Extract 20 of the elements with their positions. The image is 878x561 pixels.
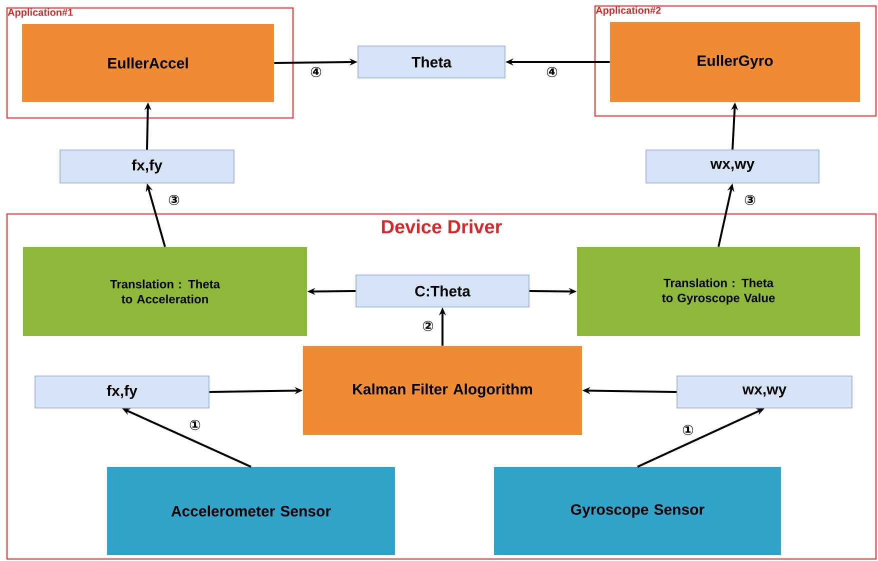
- process-box: Kalman Filter Alogorithm: [303, 346, 582, 435]
- data-box: wx,wy: [676, 376, 852, 408]
- process-box: EullerGyro: [610, 22, 860, 102]
- step-number: ②: [422, 320, 434, 332]
- step-number: ①: [682, 424, 694, 436]
- data-box: C:Theta: [356, 274, 530, 308]
- sensor-box: Accelerometer Sensor: [107, 467, 395, 555]
- data-box: Theta: [358, 46, 506, 78]
- data-box: fx,fy: [60, 150, 234, 184]
- step-number: ③: [168, 194, 180, 206]
- step-number: ①: [188, 419, 202, 431]
- data-box: fx,fy: [34, 376, 210, 408]
- sensor-box: Gyroscope Sensor: [494, 467, 781, 555]
- step-number: ③: [744, 194, 756, 206]
- process-box: Translation : Theta to Gyroscope Value: [577, 247, 860, 336]
- data-box: wx,wy: [646, 150, 820, 184]
- step-number: ④: [546, 66, 558, 78]
- process-box: Translation : Theta to Acceleration: [23, 247, 307, 336]
- process-box: EullerAccel: [22, 24, 274, 102]
- step-number: ④: [310, 66, 322, 78]
